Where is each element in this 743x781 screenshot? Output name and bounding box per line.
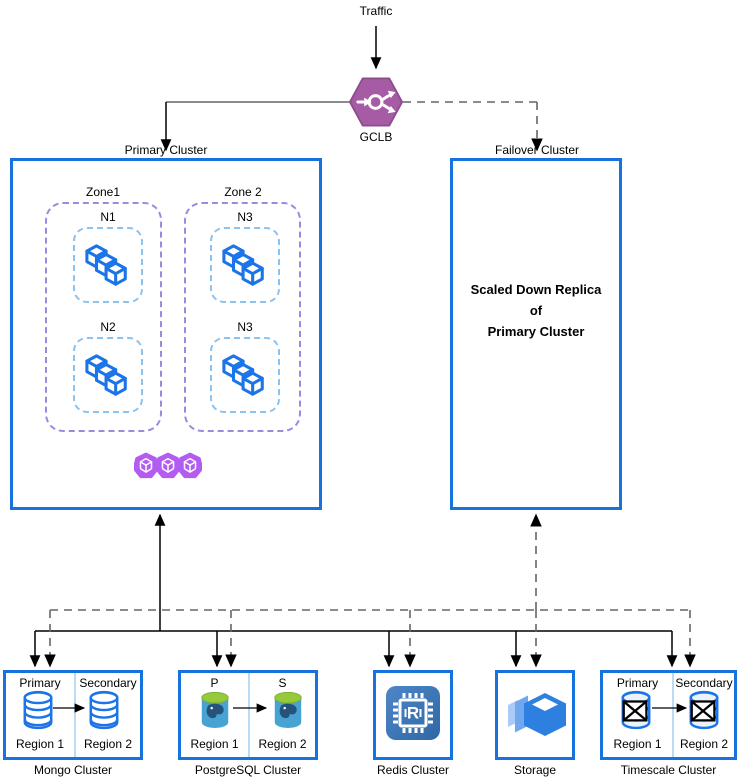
timescale-cluster-caption: Timescale Cluster bbox=[620, 763, 717, 777]
timescale-region2-label: Region 2 bbox=[679, 737, 729, 751]
postgres-region2-label: Region 2 bbox=[258, 737, 307, 751]
database-cylinder-icon bbox=[21, 690, 55, 730]
node-n3b-box bbox=[210, 337, 280, 413]
postgres-region1-label: Region 1 bbox=[190, 737, 239, 751]
node-n2-label: N2 bbox=[100, 320, 116, 334]
region-divider bbox=[672, 673, 674, 757]
mongo-secondary-label: Secondary bbox=[79, 676, 137, 690]
crossed-database-icon bbox=[687, 690, 721, 730]
cloud-storage-bucket-icon bbox=[503, 689, 567, 741]
crossed-database-icon bbox=[619, 690, 653, 730]
mongo-region2-label: Region 2 bbox=[83, 737, 133, 751]
primary-cluster-box: Zone1 Zone 2 N1 N3 N2 N3 bbox=[10, 158, 322, 510]
failover-text-line: of bbox=[529, 303, 543, 318]
redis-cluster-box bbox=[373, 670, 453, 760]
mongo-cluster-caption: Mongo Cluster bbox=[33, 763, 113, 777]
redis-cluster-caption: Redis Cluster bbox=[376, 763, 450, 777]
postgresql-icon bbox=[271, 690, 305, 730]
redis-chip-icon bbox=[385, 685, 441, 741]
zone-1-label: Zone1 bbox=[85, 185, 121, 199]
failover-to-databases-dashed-lines bbox=[44, 513, 696, 668]
database-cylinder-icon bbox=[87, 690, 121, 730]
node-n1-box bbox=[73, 227, 143, 303]
storage-caption: Storage bbox=[513, 763, 557, 777]
container-cubes-icon bbox=[222, 243, 268, 289]
postgres-primary-label: P bbox=[210, 676, 219, 690]
failover-cluster-description: Scaled Down Replica of Primary Cluster bbox=[455, 279, 617, 342]
pods-icon bbox=[134, 449, 158, 483]
timescale-secondary-label: Secondary bbox=[675, 676, 733, 690]
node-n2-box bbox=[73, 337, 143, 413]
node-n3b-label: N3 bbox=[237, 320, 253, 334]
postgresql-cluster-caption: PostgreSQL Cluster bbox=[194, 763, 302, 777]
storage-box bbox=[495, 670, 575, 760]
failover-text-line: Primary Cluster bbox=[487, 324, 585, 339]
postgresql-icon bbox=[198, 690, 232, 730]
load-balancer-icon bbox=[349, 77, 404, 127]
node-n3a-label: N3 bbox=[237, 210, 253, 224]
zone-2-label: Zone 2 bbox=[224, 185, 262, 199]
primary-to-databases-lines bbox=[29, 513, 678, 668]
traffic-label: Traffic bbox=[359, 4, 393, 18]
postgres-secondary-label: S bbox=[278, 676, 287, 690]
pods-icon bbox=[178, 449, 202, 483]
container-cubes-icon bbox=[222, 353, 268, 399]
postgresql-cluster-box: P S Region 1 Region 2 bbox=[178, 670, 318, 760]
mongo-primary-label: Primary bbox=[19, 676, 61, 690]
node-n3a-box bbox=[210, 227, 280, 303]
timescale-primary-label: Primary bbox=[616, 676, 659, 690]
zone-1-box bbox=[45, 202, 162, 432]
failover-cluster-label: Failover Cluster bbox=[494, 143, 580, 157]
mongo-cluster-box: Primary Secondary Region 1 Region 2 bbox=[3, 670, 143, 760]
primary-cluster-label: Primary Cluster bbox=[124, 143, 208, 157]
mongo-region1-label: Region 1 bbox=[15, 737, 65, 751]
container-cubes-icon bbox=[85, 353, 131, 399]
node-n1-label: N1 bbox=[100, 210, 116, 224]
gclb-label: GCLB bbox=[359, 130, 393, 144]
pods-icon bbox=[156, 449, 180, 483]
container-cubes-icon bbox=[85, 243, 131, 289]
timescale-region1-label: Region 1 bbox=[613, 737, 662, 751]
failover-cluster-box: Scaled Down Replica of Primary Cluster bbox=[450, 158, 622, 510]
zone-2-box bbox=[184, 202, 301, 432]
region-divider bbox=[74, 673, 76, 757]
failover-text-line: Scaled Down Replica bbox=[470, 282, 602, 297]
region-divider bbox=[248, 673, 250, 757]
timescale-cluster-box: Primary Secondary Region 1 Region 2 bbox=[600, 670, 737, 760]
